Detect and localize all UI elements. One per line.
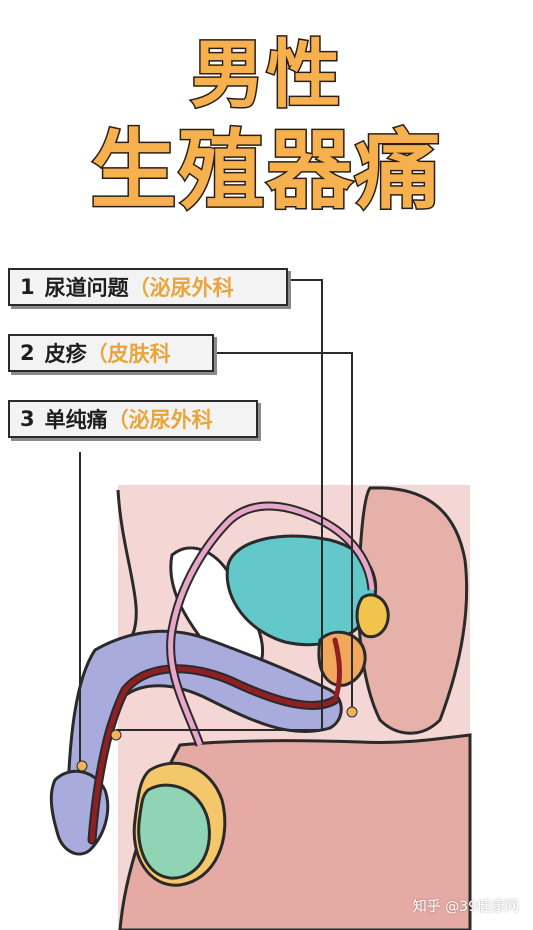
urethra-inner [89, 666, 338, 843]
watermark: 知乎 @39健康网 [412, 899, 519, 915]
title-line-1: 男性 [189, 32, 343, 118]
vas-deferens-fill [168, 503, 375, 746]
title-line-2: 生殖器痛 [89, 121, 443, 221]
marker-3 [76, 760, 88, 772]
leader-line-2 [214, 352, 353, 712]
label-1-department: 泌尿外科 [149, 276, 234, 300]
label-1-paren: （ [128, 276, 150, 300]
label-2-number: 2 [20, 341, 35, 365]
label-simple-pain: 3 单纯痛 （ 泌尿外科 [8, 400, 258, 438]
label-2-text: 皮疹 [44, 342, 87, 366]
urethra-inner-bladder [332, 637, 342, 703]
label-2-paren: （ [86, 342, 108, 366]
label-3-paren: （ [107, 408, 129, 432]
label-2-department: 皮肤科 [107, 342, 171, 366]
label-urethra-issue: 1 尿道问题 （ 泌尿外科 [8, 268, 288, 306]
seminal-vesicle [355, 593, 390, 639]
marker-2 [346, 706, 358, 718]
prostate [317, 630, 367, 687]
leader-line-1 [116, 279, 323, 731]
label-3-number: 3 [20, 407, 35, 431]
label-3-department: 泌尿外科 [128, 408, 213, 432]
testis [137, 783, 211, 880]
label-rash: 2 皮疹 （ 皮肤科 [8, 334, 214, 372]
marker-1 [110, 729, 122, 741]
label-1-number: 1 [20, 275, 35, 299]
label-1-text: 尿道问题 [44, 276, 129, 300]
label-3-text: 单纯痛 [44, 408, 108, 432]
